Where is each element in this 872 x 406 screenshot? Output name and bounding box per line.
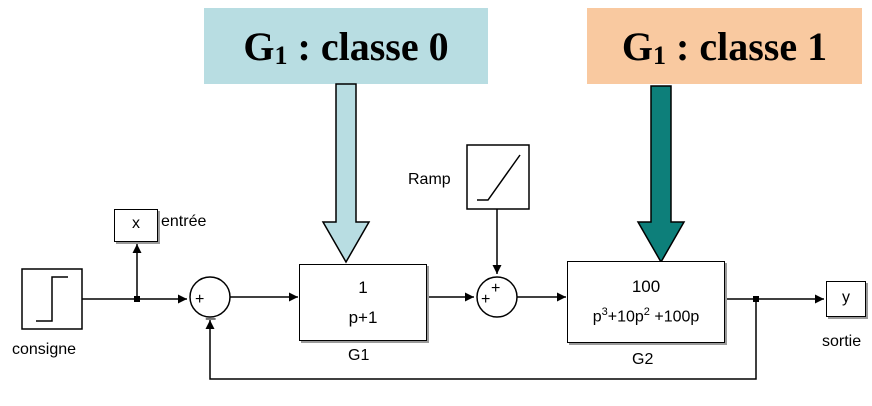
callout-main: G	[243, 23, 275, 69]
callout-arrow-1	[636, 85, 686, 264]
g2-transfer-block: 100 p3+10p2 +100p	[567, 261, 725, 343]
signal-feedback	[205, 299, 757, 380]
ramp-label: Ramp	[408, 171, 451, 188]
callout-arrow-0	[321, 83, 371, 264]
entree-label: entrée	[161, 213, 207, 230]
g2-den-p: p	[592, 308, 602, 326]
entree-variable: x	[132, 215, 140, 232]
g2-den-exp2: 2	[643, 306, 650, 318]
adder-sign-left: +	[481, 291, 490, 308]
sortie-label: sortie	[822, 333, 862, 350]
branch-point	[134, 296, 140, 302]
callout-subscript: 1	[653, 41, 667, 70]
sortie-display-block: y	[826, 281, 866, 317]
adder-sign-top: +	[491, 280, 500, 297]
g2-den-100p: +100p	[649, 308, 700, 326]
callout-text: : classe 1	[666, 23, 828, 69]
g2-numerator: 100	[631, 277, 661, 296]
g2-den-10p: +10p	[607, 308, 644, 326]
comparator-sign-plus: +	[195, 291, 204, 308]
sortie-variable: y	[842, 289, 850, 306]
g1-denominator: p+1	[348, 308, 378, 327]
g2-den-exp3: 3	[601, 306, 608, 318]
g2-label: G2	[632, 351, 654, 368]
consigne-step-block	[21, 268, 83, 330]
g1-numerator: 1	[358, 278, 368, 297]
g1-label: G1	[348, 347, 370, 364]
callout-main: G	[621, 23, 654, 69]
callout-text: : classe 0	[287, 23, 449, 69]
g1-transfer-block: 1 p+1	[299, 264, 427, 341]
consigne-label: consigne	[12, 341, 77, 358]
ramp-block	[466, 144, 530, 210]
g2-denominator: p3+10p2 +100p	[568, 306, 724, 326]
comparator-sign-minus: _	[205, 301, 216, 320]
callout-subscript: 1	[274, 41, 288, 70]
entree-display-block: x	[114, 209, 158, 242]
